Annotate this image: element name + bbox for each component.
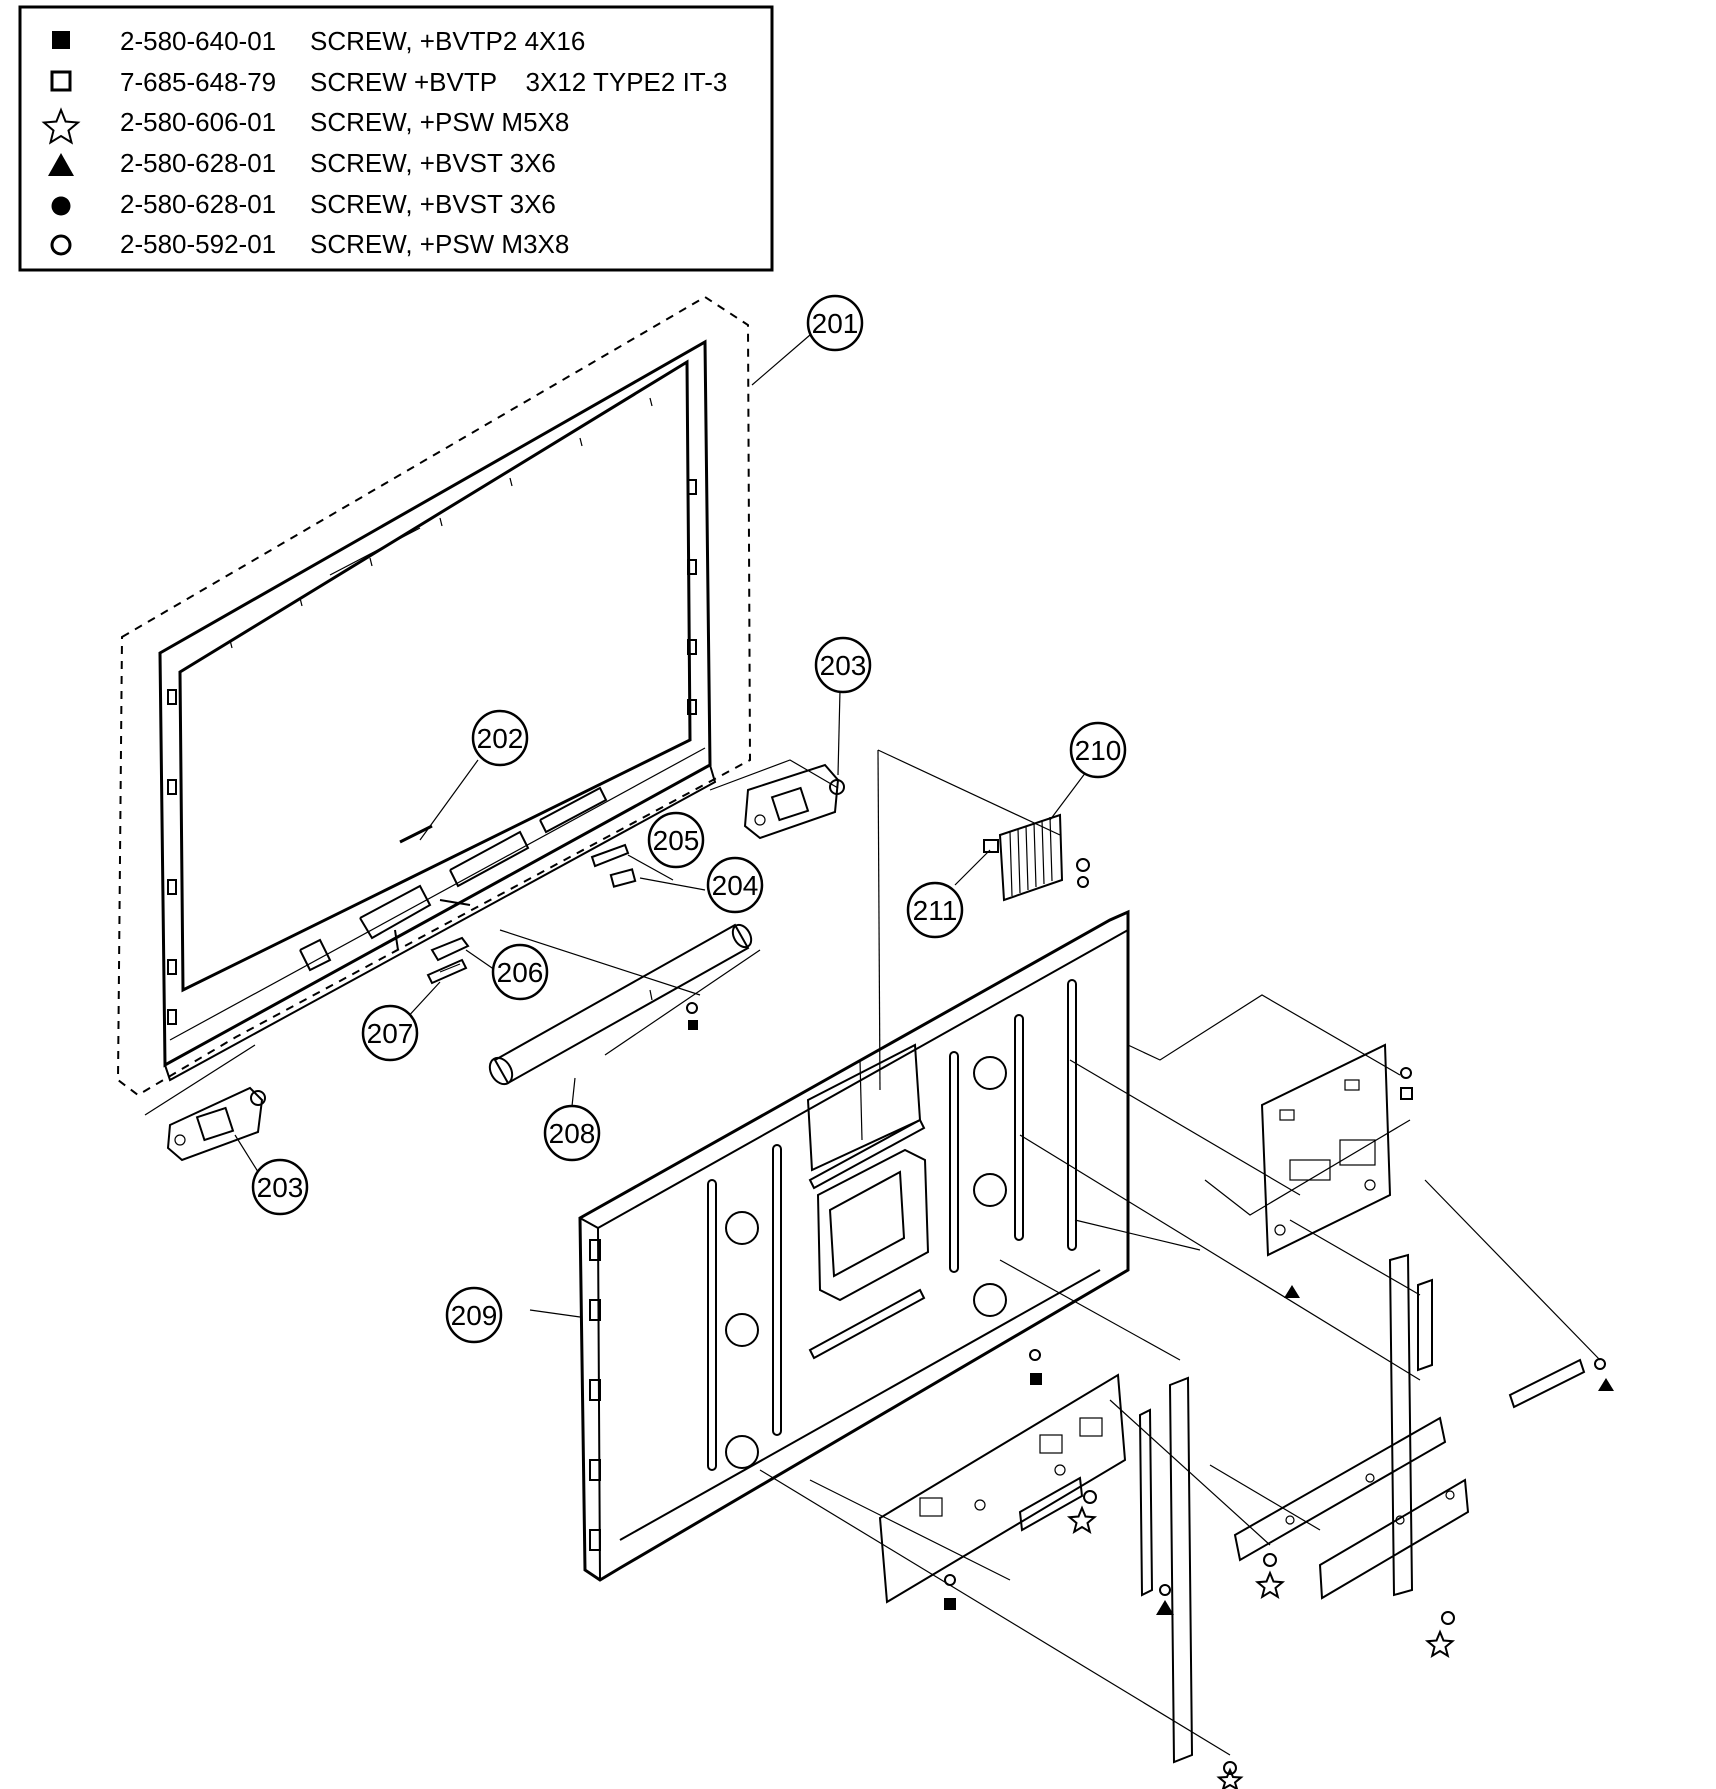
open-star-icon	[41, 107, 81, 145]
legend-part-number: 2-580-592-01	[120, 229, 276, 259]
screw-208	[686, 1002, 698, 1030]
filled-square-icon	[52, 31, 70, 49]
callout-209: 209	[445, 1286, 503, 1344]
screw-legend: 2-580-640-01 7-685-648-79 2-580-606-01 2…	[18, 5, 774, 272]
legend-description: SCREW, +BVTP2 4X16	[310, 26, 585, 56]
legend-part-number: 2-580-628-01	[120, 189, 276, 219]
svg-text:206: 206	[497, 957, 544, 988]
speaker-203-left	[144, 1044, 266, 1162]
callout-208: 208	[543, 1104, 601, 1162]
legend-part-number: 2-580-640-01	[120, 26, 276, 56]
vertical-strip-right	[1388, 1253, 1433, 1597]
legend-description: SCREW, +PSW M5X8	[310, 107, 569, 137]
svg-text:208: 208	[549, 1118, 596, 1149]
svg-text:209: 209	[451, 1300, 498, 1331]
svg-text:202: 202	[477, 723, 524, 754]
callout-211: 211	[906, 881, 964, 939]
svg-text:203: 203	[257, 1172, 304, 1203]
filled-triangle-icon	[48, 153, 74, 176]
legend-part-number: 2-580-628-01	[120, 148, 276, 178]
callout-203: 203	[251, 1158, 309, 1216]
legend-part-number: 7-685-648-79	[120, 67, 276, 97]
legend-part-number: 2-580-606-01	[120, 107, 276, 137]
open-square-icon	[50, 70, 72, 92]
small-board-204	[609, 868, 637, 888]
svg-text:207: 207	[367, 1018, 414, 1049]
bracket-206	[430, 936, 470, 962]
svg-text:210: 210	[1075, 735, 1122, 766]
small-bracket-205	[590, 843, 630, 868]
bracket-207	[426, 958, 468, 985]
rear-chassis-209	[578, 909, 1130, 1582]
leader-lines	[234, 334, 1601, 1756]
thermal-pad-211	[983, 839, 999, 853]
open-circle-icon	[50, 234, 72, 256]
callout-203: 203	[814, 636, 872, 694]
callout-201: 201	[806, 294, 864, 352]
loose-screws	[944, 1349, 1456, 1789]
svg-text:203: 203	[820, 650, 867, 681]
legend-description: SCREW +BVTP 3X12 TYPE2 IT-3	[310, 67, 727, 97]
svg-text:201: 201	[812, 308, 859, 339]
callout-210: 210	[1069, 721, 1127, 779]
vertical-strip-left	[1138, 1376, 1194, 1764]
speaker-203-right	[709, 759, 845, 840]
front-bezel-201	[116, 295, 752, 1097]
svg-text:211: 211	[913, 895, 958, 926]
cylinder-part-208	[488, 923, 753, 1086]
callout-202: 202	[471, 709, 529, 767]
callout-205: 205	[647, 811, 705, 869]
small-board-far-right	[1508, 1358, 1614, 1409]
filled-circle-icon	[51, 196, 71, 216]
svg-text:205: 205	[653, 825, 700, 856]
legend-description: SCREW, +BVST 3X6	[310, 189, 556, 219]
callouts: 201 202 203 203 205 204 206 207	[251, 294, 1127, 1344]
svg-text:204: 204	[712, 870, 759, 901]
legend-description: SCREW, +PSW M3X8	[310, 229, 569, 259]
heatsink-210	[998, 813, 1090, 902]
legend-description: SCREW, +BVST 3X6	[310, 148, 556, 178]
board-bracket-lower-center	[878, 1373, 1127, 1604]
callout-206: 206	[491, 943, 549, 1001]
cross-bracket-lower-right	[1233, 1416, 1470, 1600]
callout-204: 204	[706, 856, 764, 914]
callout-207: 207	[361, 1004, 419, 1062]
